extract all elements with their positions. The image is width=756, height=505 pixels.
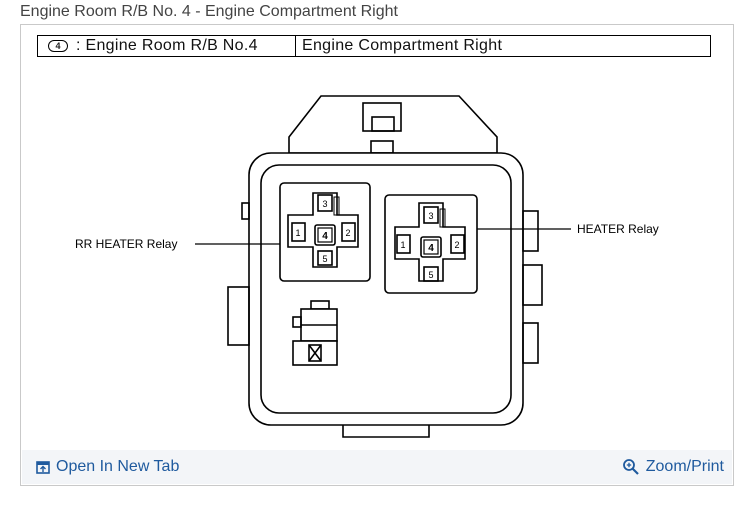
- heater-pin-3: 3: [428, 211, 433, 221]
- heater-pin-1: 1: [400, 240, 405, 250]
- caption-description-cell: Engine Compartment Right: [296, 37, 502, 55]
- rr-heater-relay-label: RR HEATER Relay: [75, 237, 177, 251]
- heater-pin-2: 2: [454, 240, 459, 250]
- diagram-frame: 4 : Engine Room R/B No.4 Engine Compartm…: [20, 24, 734, 486]
- heater-relay-socket: [384, 194, 478, 294]
- heater-pin-5: 5: [428, 270, 433, 280]
- rr-pin-2: 2: [345, 228, 350, 238]
- page-title: Engine Room R/B No. 4 - Engine Compartme…: [20, 3, 398, 20]
- heater-relay-label: HEATER Relay: [577, 222, 659, 236]
- rr-pin-4: 4: [322, 231, 328, 242]
- heater-pin-4: 4: [428, 243, 434, 254]
- zoom-icon: [622, 459, 639, 475]
- housing-inner: [260, 164, 512, 414]
- open-in-new-tab-link[interactable]: Open In New Tab: [36, 458, 179, 476]
- caption-location-cell: 4 : Engine Room R/B No.4: [38, 36, 296, 56]
- rr-pin-3: 3: [322, 199, 327, 209]
- zoom-print-link[interactable]: Zoom/Print: [622, 458, 724, 476]
- caption-box: 4 : Engine Room R/B No.4 Engine Compartm…: [37, 35, 711, 57]
- rr-pin-1: 1: [295, 228, 300, 238]
- open-in-new-tab-label: Open In New Tab: [56, 458, 180, 475]
- rr-heater-relay-socket: [279, 182, 371, 282]
- zoom-print-label: Zoom/Print: [645, 458, 724, 475]
- footer-bar: Open In New Tab Zoom/Print: [22, 450, 732, 484]
- connector-badge-icon: 4: [48, 40, 68, 52]
- open-new-tab-icon: [36, 461, 50, 474]
- caption-description: Engine Compartment Right: [302, 37, 503, 54]
- caption-location: : Engine Room R/B No.4: [76, 37, 258, 54]
- small-connector: [292, 300, 338, 366]
- rr-pin-5: 5: [322, 254, 327, 264]
- relay-block-diagram: 3 1 2 4 5 3 1 2 4 5 RR HEATER Relay HEAT…: [75, 95, 659, 438]
